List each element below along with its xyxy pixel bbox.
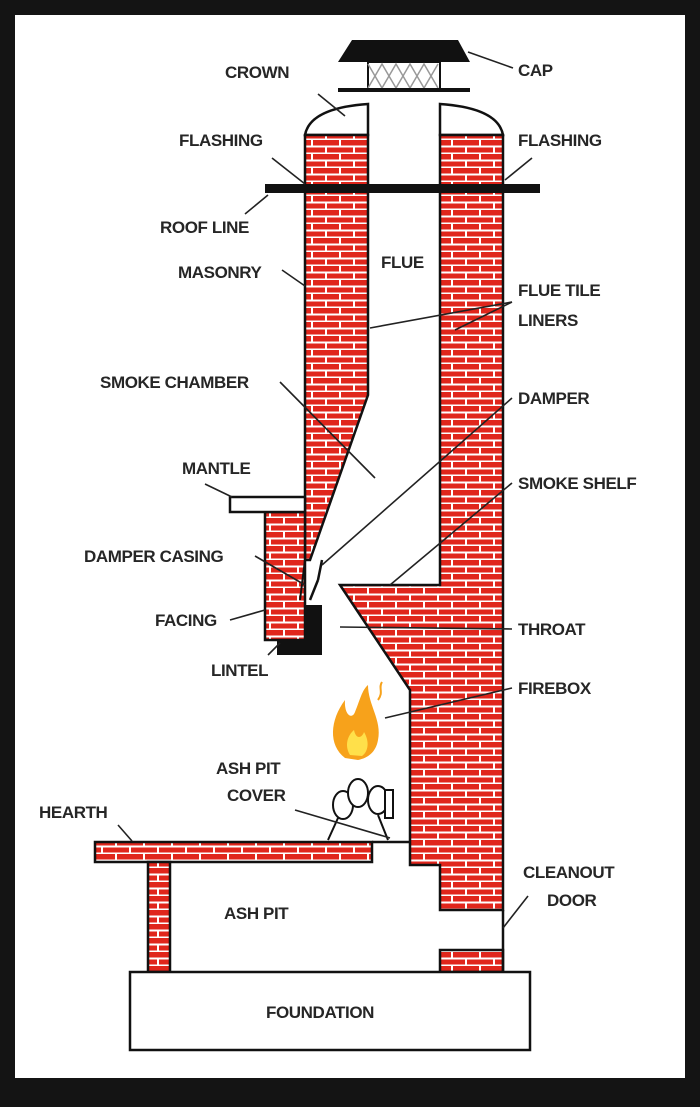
- label-flue-tile-liners-2: LINERS: [518, 311, 578, 330]
- label-cap: CAP: [518, 61, 553, 80]
- fire-icon: [332, 681, 383, 760]
- label-throat: THROAT: [518, 620, 586, 639]
- label-damper: DAMPER: [518, 389, 589, 408]
- label-cleanout-door-1: CLEANOUT: [523, 863, 615, 882]
- label-hearth: HEARTH: [39, 803, 108, 822]
- label-damper-casing: DAMPER CASING: [84, 547, 223, 566]
- label-ash-pit-cover-2: COVER: [227, 786, 286, 805]
- leader-lines: [117, 51, 533, 929]
- label-smoke-chamber: SMOKE CHAMBER: [100, 373, 249, 392]
- label-smoke-shelf: SMOKE SHELF: [518, 474, 636, 493]
- facing-bricks: [263, 510, 307, 642]
- label-cleanout-door-2: DOOR: [547, 891, 597, 910]
- crown-left: [303, 102, 370, 137]
- label-firebox: FIREBOX: [518, 679, 592, 698]
- label-facing: FACING: [155, 611, 217, 630]
- label-ash-pit: ASH PIT: [224, 904, 289, 923]
- label-roof-line: ROOF LINE: [160, 218, 249, 237]
- label-flue-tile-liners-1: FLUE TILE: [518, 281, 600, 300]
- label-masonry: MASONRY: [178, 263, 263, 282]
- label-flashing-right: FLASHING: [518, 131, 602, 150]
- left-masonry: [303, 133, 370, 562]
- logs-icon: [327, 778, 394, 841]
- label-foundation: FOUNDATION: [266, 1003, 374, 1022]
- mantle-shelf: [228, 495, 307, 514]
- chimney-cap: [338, 40, 470, 92]
- label-flue: FLUE: [381, 253, 424, 272]
- hearth-slab: [93, 840, 374, 864]
- label-lintel: LINTEL: [211, 661, 268, 680]
- cleanout-bricks: [438, 948, 505, 974]
- label-ash-pit-cover-1: ASH PIT: [216, 759, 281, 778]
- crown-right: [438, 102, 505, 137]
- lintel-block: [277, 605, 322, 655]
- label-flashing-left: FLASHING: [179, 131, 263, 150]
- foundation-block: [128, 970, 532, 1052]
- label-crown: CROWN: [225, 63, 289, 82]
- label-mantle: MANTLE: [182, 459, 250, 478]
- damper-plate: [308, 559, 324, 601]
- hearth-support: [146, 860, 172, 974]
- roof-line-bar: [265, 184, 540, 193]
